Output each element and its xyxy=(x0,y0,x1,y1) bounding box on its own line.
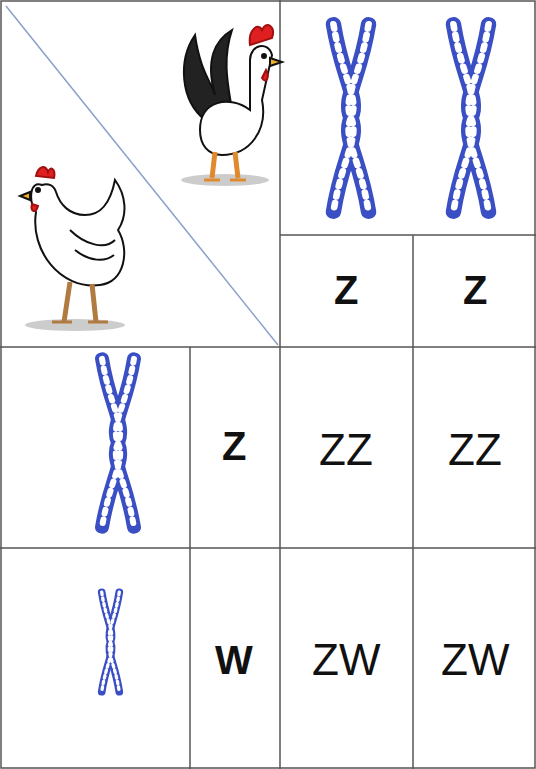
allele-header: Z xyxy=(222,426,246,466)
genotype-cell: ZZ xyxy=(448,428,502,472)
hen xyxy=(20,167,125,331)
allele-header: Z xyxy=(334,270,358,310)
chromosome xyxy=(102,359,134,528)
allele-header: W xyxy=(215,640,253,680)
genotype-cell: ZZ xyxy=(319,428,373,472)
rooster xyxy=(181,25,282,186)
allele-header: Z xyxy=(463,270,487,310)
chromosome xyxy=(333,24,368,212)
chromosome xyxy=(102,592,120,692)
genotype-cell: ZW xyxy=(312,638,380,682)
genotype-cell: ZW xyxy=(441,638,509,682)
chromosome xyxy=(453,24,488,212)
